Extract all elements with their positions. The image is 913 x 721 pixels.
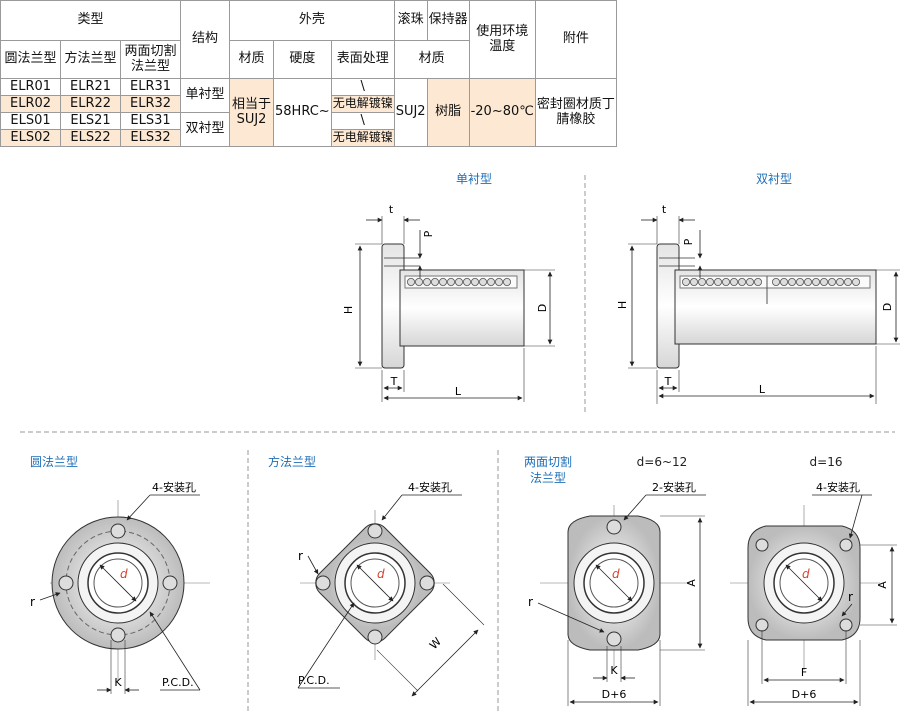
dim-L-label: L: [759, 383, 766, 396]
dim-d-label: d: [612, 567, 620, 581]
header-temperature: 使用环境温度: [468, 0, 536, 79]
structure-double: 双衬型: [180, 112, 230, 147]
dim-K-label: K: [114, 676, 122, 689]
dim-D-label: D: [881, 303, 894, 311]
header-type: 类型: [0, 0, 181, 41]
mounting-hole-label: 4-安装孔: [152, 480, 196, 494]
single-type-side-view: H D t P T L: [342, 203, 555, 402]
dim-W-label: W: [427, 635, 444, 652]
cut-flange-title-1: 两面切割: [524, 454, 572, 469]
dim-r-label: r: [30, 595, 35, 609]
shell-material-value: 相当于SUJ2: [229, 78, 274, 147]
surface-plating: 无电解镀镍: [330, 129, 395, 147]
dim-T-label: T: [390, 375, 398, 388]
dim-A-label: A: [685, 579, 698, 587]
dim-r-label: r: [848, 590, 853, 604]
pcd-label: P.C.D.: [162, 676, 194, 689]
mounting-hole-label: 4-安装孔: [408, 480, 452, 494]
dim-D-label: D: [536, 304, 549, 312]
square-flange-title: 方法兰型: [268, 454, 316, 469]
round-flange-front-view: d 4-安装孔 r K P.C.D.: [30, 480, 210, 694]
dim-L-label: L: [455, 385, 462, 398]
dim-D6-label: D+6: [602, 688, 627, 701]
mounting-hole-label: 4-安装孔: [816, 480, 860, 494]
dim-D6-label: D+6: [792, 688, 817, 701]
dim-H-label: H: [342, 306, 355, 314]
hardness-value: 58HRC~: [273, 78, 332, 147]
spec-table: 类型 结构 外壳 滚珠 保持器 使用环境温度 附件 圆法兰型 方法兰型 两面切割…: [0, 0, 617, 147]
table-cell: ELS02: [0, 129, 61, 147]
round-flange-title: 圆法兰型: [30, 455, 78, 469]
d-range-large: d=16: [810, 455, 843, 469]
table-cell: ELS22: [60, 129, 121, 147]
cut-flange-large-front-view: d 4-安装孔 r A F D+6: [730, 480, 897, 706]
dim-A-label: A: [876, 581, 889, 589]
double-type-title: 双衬型: [756, 172, 792, 186]
temperature-value: -20~80℃: [468, 78, 536, 147]
dim-t-label: t: [389, 203, 394, 216]
header-surface: 表面处理: [330, 40, 395, 79]
structure-single: 单衬型: [180, 78, 230, 113]
header-ball-retainer-material: 材质: [393, 40, 470, 79]
dim-d-label: d: [120, 567, 128, 581]
ball-material-value: SUJ2: [393, 78, 428, 147]
dim-T-label: T: [664, 375, 672, 388]
table-cell: ELS32: [120, 129, 181, 147]
header-round-flange: 圆法兰型: [0, 40, 61, 79]
dim-F-label: F: [801, 666, 807, 679]
dim-r-label: r: [298, 549, 303, 563]
retainer-material-value: 树脂: [426, 78, 470, 147]
table-cell: ELS21: [60, 112, 121, 130]
dim-d-label: d: [802, 567, 810, 581]
dim-H-label: H: [616, 301, 629, 309]
d-range-small: d=6~12: [637, 455, 688, 469]
square-flange-front-view: d 4-安装孔 r P.C.D. W: [297, 480, 485, 697]
header-accessories: 附件: [534, 0, 617, 79]
dim-P-label: P: [422, 230, 435, 237]
table-cell: ELR21: [60, 78, 121, 96]
pcd-label: P.C.D.: [298, 674, 330, 687]
double-type-side-view: H D t P T L: [616, 203, 900, 404]
dim-P-label: P: [682, 238, 695, 245]
table-cell: ELR22: [60, 95, 121, 113]
single-type-title: 单衬型: [456, 172, 492, 186]
header-cut-flange: 两面切割法兰型: [120, 40, 181, 79]
dim-t-label: t: [662, 203, 667, 216]
dim-r-label: r: [528, 595, 533, 609]
dim-K-label: K: [610, 664, 618, 677]
cut-flange-title-2: 法兰型: [530, 471, 566, 485]
accessories-value: 密封圈材质丁腈橡胶: [534, 78, 617, 147]
header-ball: 滚珠: [393, 0, 428, 41]
header-structure: 结构: [180, 0, 230, 79]
cut-flange-small-front-view: d 2-安装孔 r A K D+6: [528, 480, 706, 706]
mounting-hole-label: 2-安装孔: [652, 480, 696, 494]
dim-d-label: d: [377, 567, 385, 581]
